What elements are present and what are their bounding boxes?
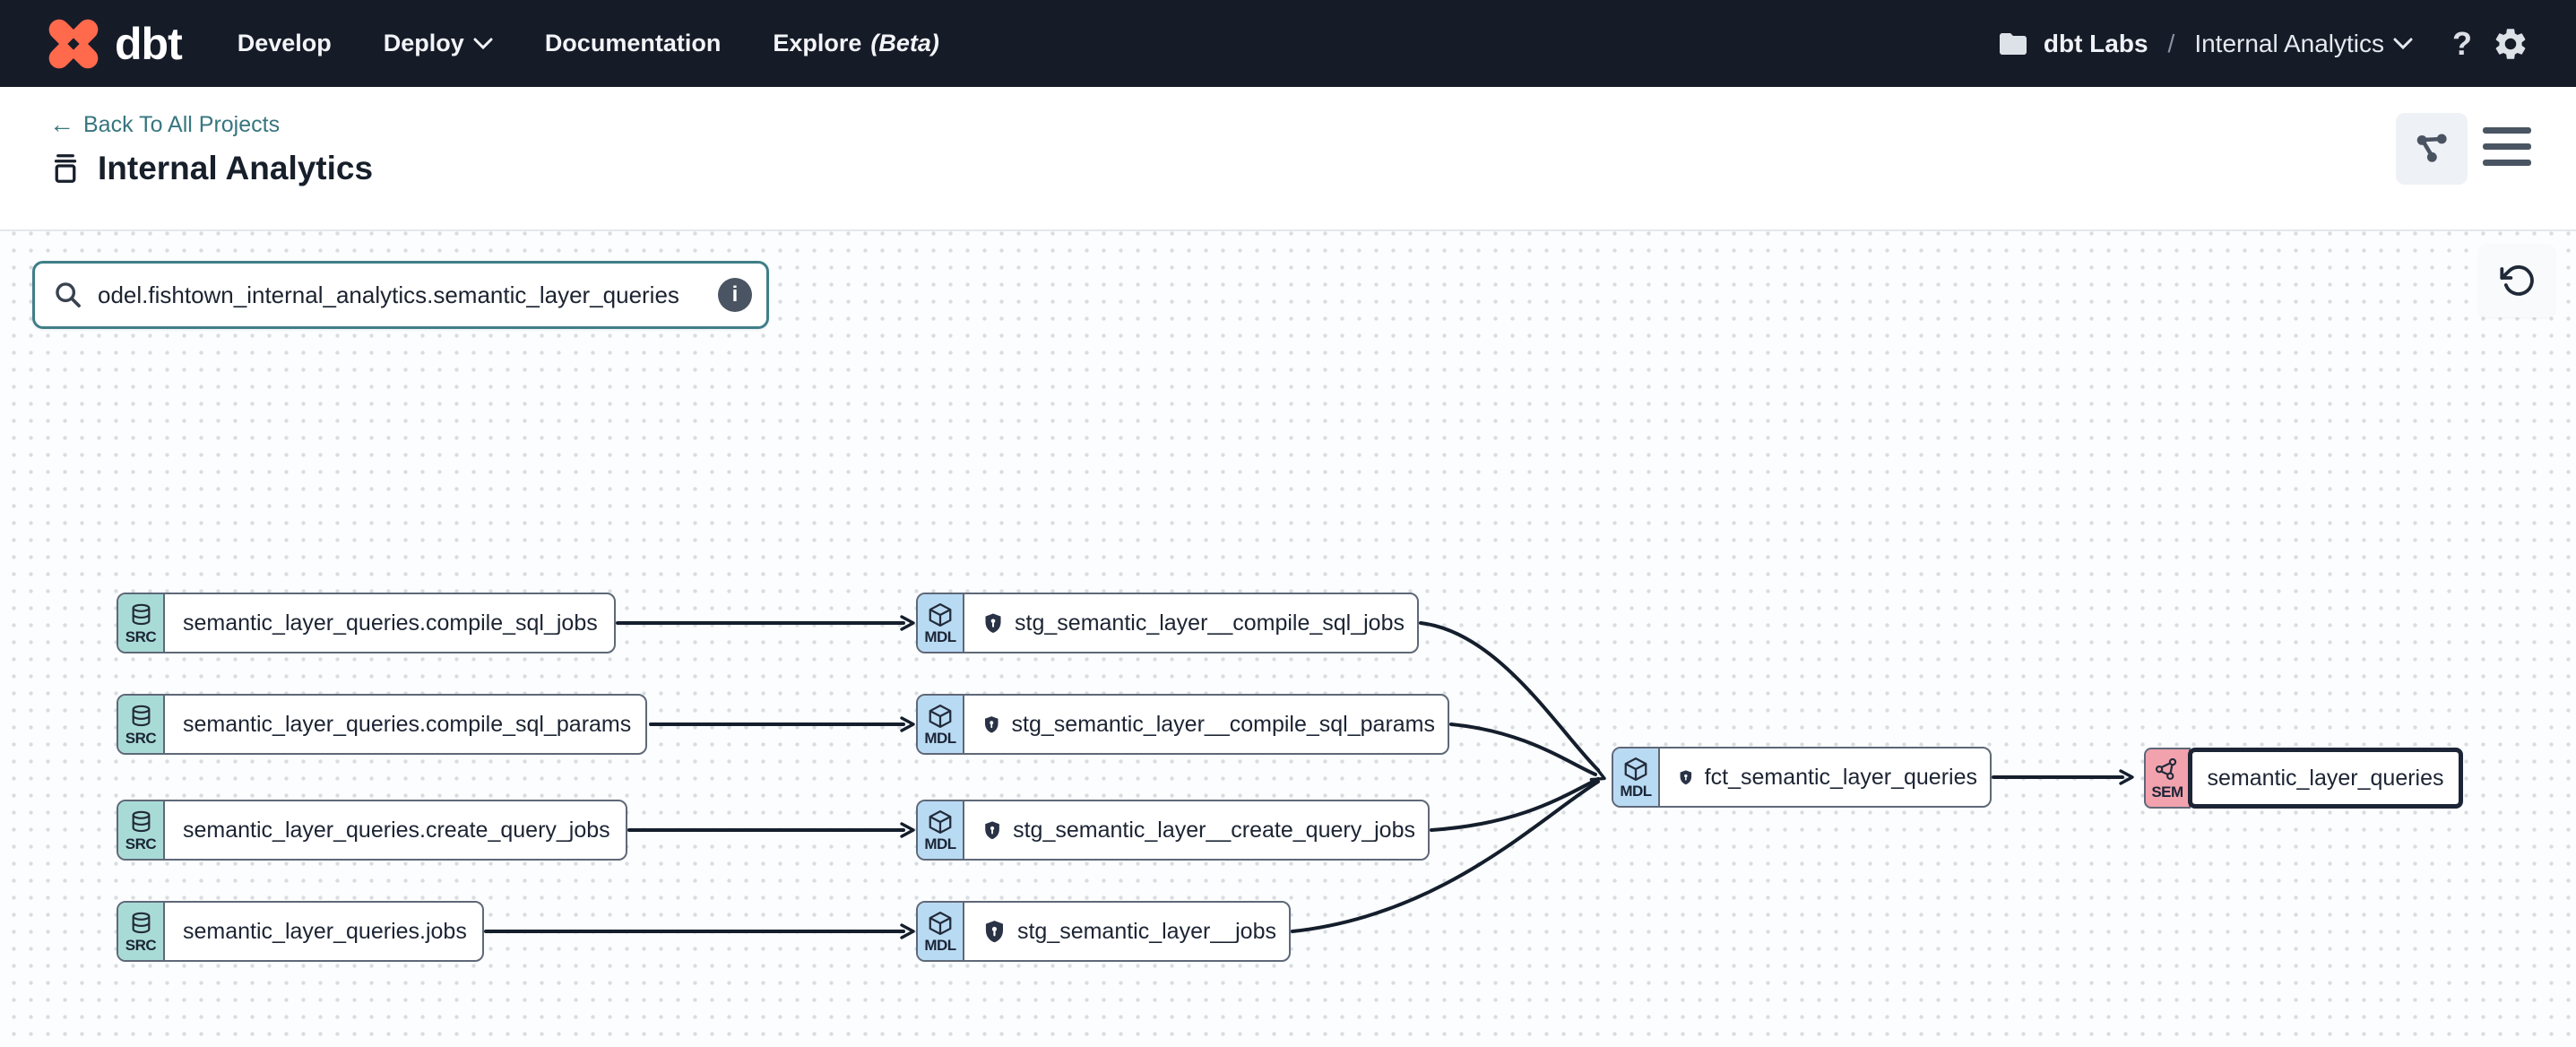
dbt-logo[interactable]: dbt	[45, 15, 183, 73]
search-input[interactable]: odel.fishtown_internal_analytics.semanti…	[98, 281, 704, 309]
node-label: semantic_layer_queries	[2207, 765, 2444, 791]
node-badge: MDL	[918, 696, 964, 753]
page-title: Internal Analytics	[98, 150, 374, 186]
shield-icon	[985, 920, 1004, 942]
shield-icon	[1680, 769, 1692, 784]
node-label: stg_semantic_layer__compile_sql_params	[1011, 711, 1435, 737]
lineage-canvas[interactable]: odel.fishtown_internal_analytics.semanti…	[0, 231, 2576, 1047]
info-glyph: i	[731, 282, 739, 307]
node-type-label: MDL	[924, 730, 956, 747]
reset-icon	[2500, 265, 2534, 296]
lineage-search-bar: odel.fishtown_internal_analytics.semanti…	[32, 261, 769, 329]
node-stg-jobs[interactable]: MDL stg_semantic_layer__jobs	[916, 901, 1291, 962]
nav-right-group: dbt Labs / Internal Analytics ?	[1997, 25, 2529, 63]
node-type-label: SRC	[125, 835, 157, 852]
node-src-jobs[interactable]: SRC semantic_layer_queries.jobs	[117, 901, 484, 962]
project-name: Internal Analytics	[2194, 29, 2384, 57]
shield-icon	[985, 612, 1001, 633]
nav-link-deploy-label: Deploy	[383, 30, 464, 56]
breadcrumb-separator: /	[2167, 29, 2175, 57]
back-to-projects-link[interactable]: ← Back To All Projects	[49, 110, 280, 139]
node-badge: SRC	[118, 801, 165, 859]
cube-icon	[929, 912, 952, 935]
nav-link-explore[interactable]: Explore (Beta)	[773, 30, 939, 57]
nav-link-documentation[interactable]: Documentation	[544, 30, 722, 56]
node-type-label: MDL	[1620, 783, 1652, 800]
node-badge: SEM	[2144, 748, 2191, 809]
node-label: semantic_layer_queries.jobs	[183, 918, 467, 944]
cube-icon	[1624, 757, 1647, 781]
nav-link-explore-label: Explore	[773, 30, 862, 56]
dbt-logo-icon	[48, 19, 99, 68]
node-fct-semantic-layer-queries[interactable]: MDL fct_semantic_layer_queries	[1612, 747, 1992, 808]
node-sem-semantic-layer-queries[interactable]: SEM semantic_layer_queries	[2144, 748, 2463, 809]
node-type-label: MDL	[924, 937, 956, 954]
info-icon[interactable]: i	[718, 278, 752, 312]
folder-icon	[1999, 32, 2027, 55]
node-badge: SRC	[118, 594, 165, 652]
database-icon	[132, 912, 150, 933]
node-stg-compile-sql-params[interactable]: MDL stg_semantic_layer__compile_sql_para…	[916, 694, 1449, 755]
node-badge: MDL	[918, 594, 964, 652]
title-row: Internal Analytics	[49, 150, 2576, 187]
node-type-label: MDL	[924, 835, 956, 852]
node-label: semantic_layer_queries.compile_sql_jobs	[183, 610, 598, 636]
node-label: stg_semantic_layer__compile_sql_jobs	[1015, 610, 1405, 636]
shield-icon	[984, 715, 998, 732]
node-label: stg_semantic_layer__create_query_jobs	[1013, 817, 1415, 843]
database-icon	[132, 705, 150, 726]
nav-link-develop[interactable]: Develop	[237, 30, 332, 56]
node-type-label: SRC	[125, 729, 157, 747]
gear-icon[interactable]	[2492, 25, 2529, 63]
node-src-compile-sql-jobs[interactable]: SRC semantic_layer_queries.compile_sql_j…	[117, 593, 616, 653]
search-input-value: odel.fishtown_internal_analytics.semanti…	[98, 281, 679, 308]
node-badge: MDL	[918, 801, 964, 859]
node-stg-compile-sql-jobs[interactable]: MDL stg_semantic_layer__compile_sql_jobs	[916, 593, 1419, 653]
database-icon	[132, 810, 150, 832]
menu-icon[interactable]	[2483, 127, 2531, 166]
chevron-down-icon	[473, 38, 493, 49]
node-badge: SRC	[118, 903, 165, 960]
node-label: semantic_layer_queries.compile_sql_param…	[183, 711, 632, 737]
semantic-icon	[2155, 757, 2177, 780]
lineage-icon	[2416, 134, 2447, 162]
brand-wordmark: dbt	[115, 18, 183, 69]
nav-link-deploy[interactable]: Deploy	[384, 30, 493, 57]
help-icon[interactable]: ?	[2452, 24, 2472, 62]
lineage-edge	[1449, 723, 1606, 782]
node-label: stg_semantic_layer__jobs	[1016, 918, 1276, 944]
node-badge: SRC	[118, 696, 165, 753]
chevron-down-icon	[2393, 38, 2413, 49]
cube-icon	[929, 603, 952, 627]
node-stg-create-query-jobs[interactable]: MDL stg_semantic_layer__create_query_job…	[916, 800, 1430, 861]
node-type-label: SEM	[2151, 783, 2183, 800]
node-src-create-query-jobs[interactable]: SRC semantic_layer_queries.create_query_…	[117, 800, 627, 861]
back-arrow-icon: ←	[49, 110, 74, 138]
account-name[interactable]: dbt Labs	[2043, 29, 2148, 57]
lineage-view-button[interactable]	[2396, 113, 2468, 185]
node-badge: MDL	[918, 903, 964, 960]
back-link-label: Back To All Projects	[83, 111, 281, 137]
node-label: fct_semantic_layer_queries	[1704, 764, 1977, 790]
node-type-label: SRC	[125, 627, 157, 645]
lineage-edge	[1430, 777, 1600, 832]
node-src-compile-sql-params[interactable]: SRC semantic_layer_queries.compile_sql_p…	[117, 694, 647, 755]
shield-icon	[985, 820, 999, 839]
node-type-label: SRC	[125, 936, 157, 954]
nav-links: Develop Deploy Documentation Explore (Be…	[238, 30, 939, 57]
page-header: ← Back To All Projects Internal Analytic…	[0, 87, 2576, 231]
project-icon	[54, 154, 77, 183]
beta-tag: (Beta)	[870, 30, 939, 56]
top-navbar: dbt Develop Deploy Documentation Explore…	[0, 0, 2576, 87]
node-badge: MDL	[1613, 748, 1660, 806]
cube-icon	[929, 810, 952, 834]
project-switcher[interactable]: Internal Analytics	[2194, 30, 2413, 58]
search-icon	[56, 282, 81, 307]
node-label: semantic_layer_queries.create_query_jobs	[183, 817, 610, 843]
reset-view-button[interactable]	[2478, 244, 2555, 317]
node-type-label: MDL	[924, 628, 956, 645]
database-icon	[132, 603, 150, 625]
cube-icon	[929, 705, 952, 728]
